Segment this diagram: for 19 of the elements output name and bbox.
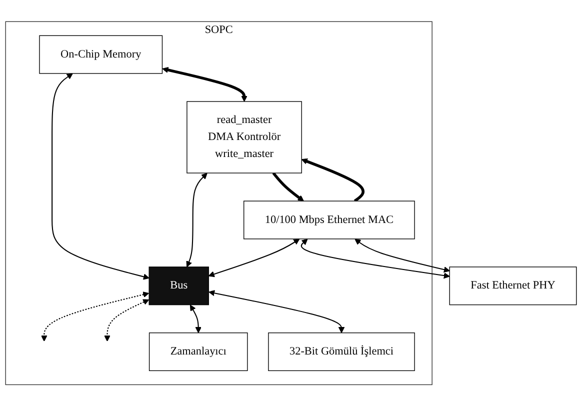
arrow (300, 239, 450, 279)
arrow (190, 305, 202, 334)
arrow (208, 239, 300, 278)
arrow (208, 290, 345, 334)
node-box: 32-Bit Gömülü İşlemci (268, 332, 415, 372)
arrow (52, 74, 150, 280)
arrow (354, 239, 450, 273)
arrow (272, 172, 304, 202)
arrow (41, 292, 150, 342)
arrow (162, 67, 248, 102)
node-box: Fast Ethernet PHY (449, 266, 577, 306)
node-box: On-Chip Memory (39, 36, 163, 74)
node-box: Zamanlayıcı (148, 332, 248, 372)
arrow (104, 300, 150, 342)
arrow (186, 173, 208, 268)
node-box: 10/100 Mbps Ethernet MAC (244, 201, 415, 240)
node-box: read_master DMA Kontrolör write_master (186, 102, 302, 174)
arrow (301, 158, 364, 203)
node-box: Bus (148, 266, 209, 306)
